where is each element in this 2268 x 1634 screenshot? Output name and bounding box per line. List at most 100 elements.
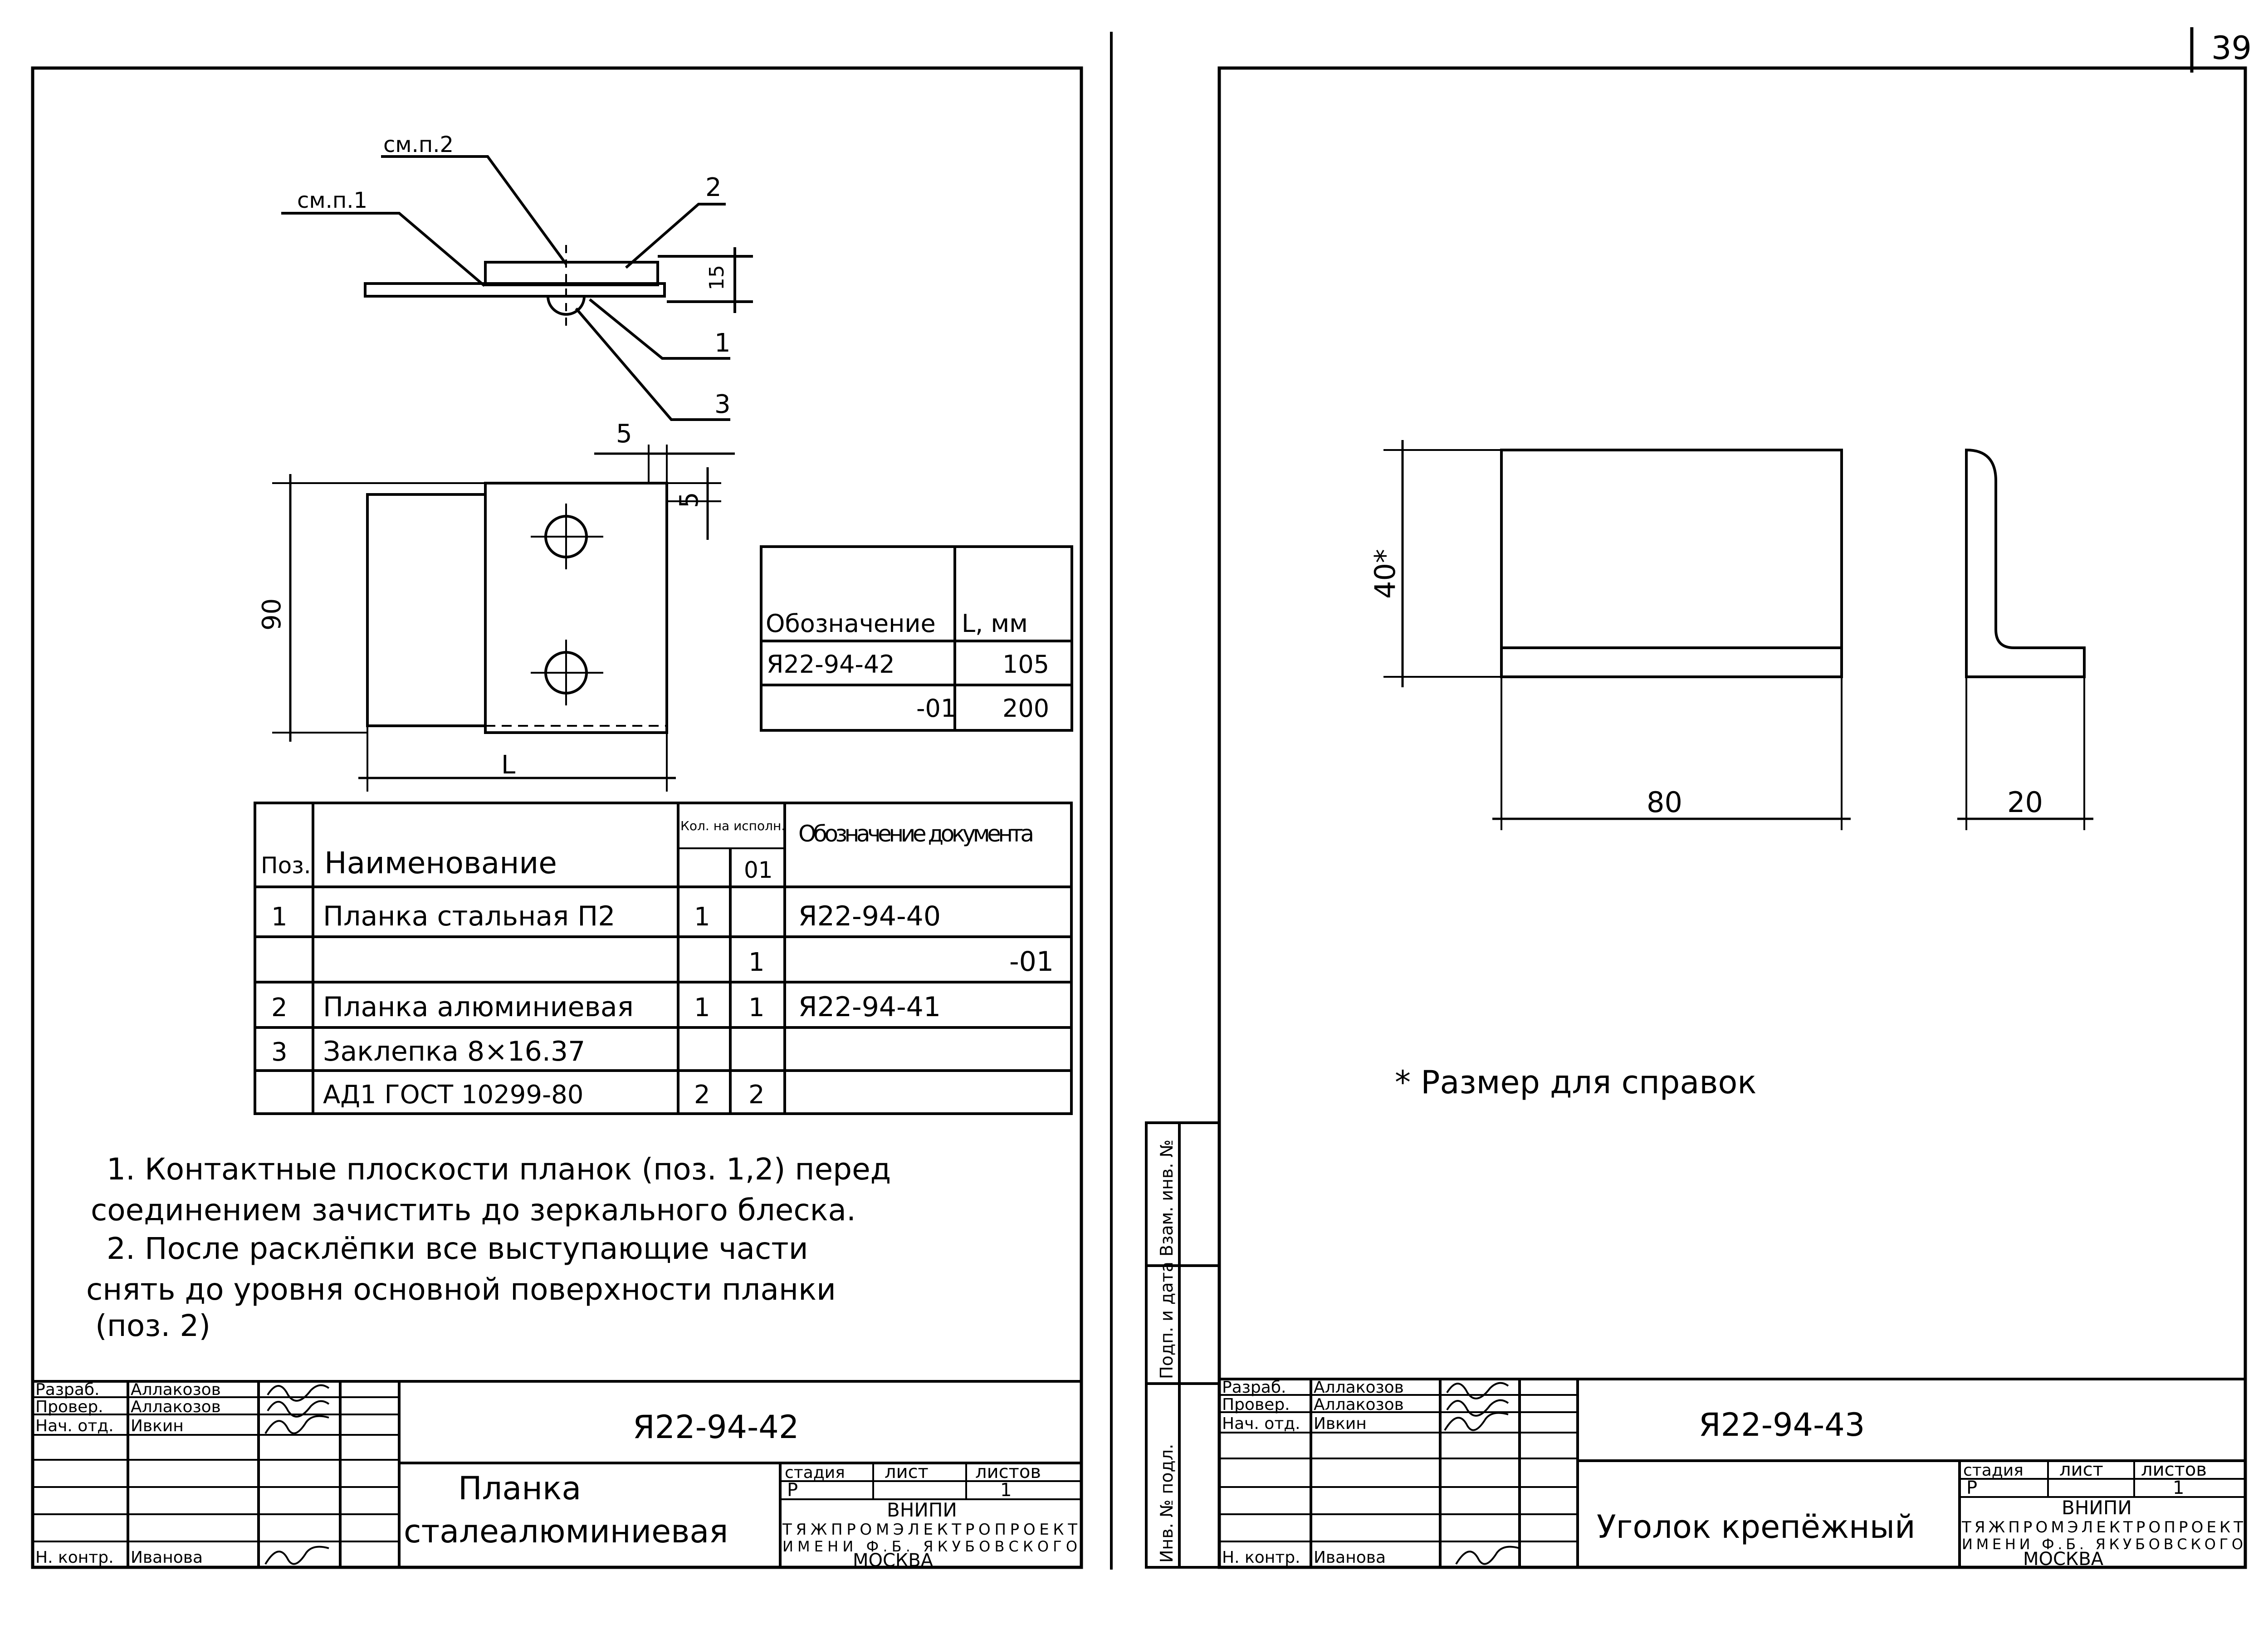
left-org-line3: ИМЕНИ Ф.Б. ЯКУБОВСКОГО	[782, 1538, 1077, 1555]
right-org-line2: ТЯЖПРОМЭЛЕКТРОПРОЕКТ	[1961, 1518, 2243, 1536]
spec-row-2-name: Планка алюминиевая	[323, 991, 634, 1023]
note-line-2: соединением зачистить до зеркального бле…	[91, 1193, 856, 1228]
angle-front-view	[1383, 440, 1851, 830]
dim-5-side: 5	[675, 492, 704, 508]
angle-side-view	[1957, 448, 2093, 830]
right-stage: Р	[1966, 1477, 1977, 1498]
section-view	[281, 155, 753, 421]
left-stage: Р	[787, 1480, 798, 1501]
left-item-name-line2: сталеалюминиевая	[404, 1513, 728, 1550]
right-tb-name-2: Ивкин	[1314, 1414, 1367, 1433]
left-tb-name-0: Аллакозов	[131, 1380, 221, 1399]
right-tb-role-6: Н. контр.	[1222, 1548, 1300, 1567]
label-see-p2: см.п.2	[383, 132, 454, 157]
side-stamp-box2: Подп. и дата	[1157, 1262, 1177, 1379]
spec-row-2-doc: Я22-94-41	[798, 991, 941, 1023]
spec-row-1-qty01: 1	[748, 948, 765, 977]
spec-row-4-qty: 2	[694, 1080, 710, 1110]
left-org-line4: МОСКВА	[853, 1550, 934, 1571]
pos-3-callout: 3	[714, 390, 731, 419]
left-h-sheets: листов	[975, 1462, 1041, 1482]
right-sheet-frame	[1217, 66, 2247, 1569]
left-sheet: см.п.2 см.п.1 2 1 3 15	[31, 66, 1083, 1571]
spec-row-1-doc: -01	[1009, 946, 1054, 978]
label-see-p1: см.п.1	[297, 188, 367, 213]
spec-header-qty: Кол. на исполн.	[680, 818, 785, 833]
spec-header-doc: Обозначение документа	[798, 821, 1034, 847]
left-tb-name-1: Аллакозов	[131, 1398, 221, 1416]
spec-table	[254, 802, 1073, 1115]
left-org-line2: ТЯЖПРОМЭЛЕКТРОПРОЕКТ	[782, 1521, 1077, 1539]
spec-row-0-doc: Я22-94-40	[798, 900, 941, 932]
spec-header-name: Наименование	[324, 846, 557, 881]
variants-header-length: L, мм	[962, 609, 1028, 638]
variants-row-1-length: 200	[1002, 694, 1049, 723]
right-h-stage: стадия	[1963, 1461, 2024, 1480]
left-org-line1: ВНИПИ	[887, 1499, 957, 1521]
spec-row-2-qty01: 1	[748, 993, 765, 1022]
spec-row-4-name: АД1 ГОСТ 10299-80	[323, 1080, 583, 1110]
note-line-1: 1. Контактные плоскости планок (поз. 1,2…	[107, 1152, 891, 1187]
note-line-5: (поз. 2)	[95, 1308, 210, 1343]
spec-row-0-qty: 1	[694, 902, 710, 932]
plan-view	[272, 445, 735, 792]
pos-2-callout: 2	[705, 173, 722, 202]
spec-row-0-pos: 1	[271, 902, 288, 932]
spec-row-3-name: Заклепка 8×16.37	[323, 1036, 585, 1067]
right-tb-name-1: Аллакозов	[1314, 1395, 1404, 1414]
side-stamp	[1145, 1121, 1221, 1569]
left-tb-name-2: Ивкин	[131, 1417, 184, 1435]
right-tb-name-0: Аллакозов	[1314, 1378, 1404, 1397]
dim-20: 20	[2007, 786, 2043, 819]
left-tb-name-6: Иванова	[131, 1548, 203, 1567]
dim-80: 80	[1647, 786, 1682, 819]
spec-row-0-name: Планка стальная П2	[323, 900, 615, 932]
right-org-line3: ИМЕНИ Ф.Б. ЯКУБОВСКОГО	[1962, 1536, 2243, 1553]
right-tb-role-0: Разраб.	[1222, 1378, 1286, 1397]
right-org-line4: МОСКВА	[2023, 1549, 2104, 1570]
page-number-text: 39	[2211, 29, 2252, 67]
spec-header-pos: Поз.	[261, 852, 311, 879]
dim-L: L	[501, 750, 515, 780]
variants-header-designation: Обозначение	[766, 609, 936, 638]
dim-40: 40*	[1369, 549, 1402, 599]
right-signatures	[1444, 1382, 1520, 1565]
variants-table	[760, 545, 1073, 732]
variants-row-0-length: 105	[1002, 650, 1049, 679]
dim-5-top: 5	[616, 419, 632, 449]
left-sheet-frame	[31, 66, 1083, 1569]
variants-row-1-designation: -01	[916, 694, 956, 723]
right-doc-code: Я22-94-43	[1699, 1406, 1865, 1443]
right-item-name: Уголок крепёжный	[1597, 1508, 1916, 1546]
left-h-sheet: лист	[885, 1462, 929, 1482]
spec-row-4-qty01: 2	[748, 1080, 765, 1110]
left-title-block	[33, 1380, 1081, 1567]
notes-block: 1. Контактные плоскости планок (поз. 1,2…	[86, 1152, 891, 1343]
side-stamp-box3: Инв. № подл.	[1157, 1444, 1177, 1563]
note-line-3: 2. После расклёпки все выступающие части	[107, 1231, 808, 1266]
left-sheets: 1	[1000, 1480, 1012, 1501]
left-tb-role-6: Н. контр.	[35, 1548, 114, 1567]
right-h-sheet: лист	[2059, 1459, 2103, 1480]
note-line-4: снять до уровня основной поверхности пла…	[86, 1272, 836, 1307]
reference-note: * Размер для справок	[1395, 1064, 1757, 1101]
variants-row-0-designation: Я22-94-42	[767, 650, 895, 679]
dim-90: 90	[257, 598, 287, 631]
left-tb-role-1: Провер.	[35, 1398, 103, 1416]
spec-header-qty-variant: 01	[744, 857, 773, 883]
spec-row-2-qty: 1	[694, 993, 710, 1022]
right-h-sheets: листов	[2141, 1459, 2207, 1480]
right-org-line1: ВНИПИ	[2062, 1497, 2132, 1519]
side-stamp-box1: Взам. инв. №	[1157, 1140, 1177, 1257]
pos-1-callout: 1	[714, 328, 731, 358]
page-number: 39	[2190, 27, 2252, 73]
left-h-stage: стадия	[785, 1463, 845, 1482]
left-signatures	[264, 1384, 330, 1565]
right-tb-name-6: Иванова	[1314, 1548, 1386, 1567]
right-tb-role-1: Провер.	[1222, 1395, 1290, 1414]
left-tb-role-0: Разраб.	[35, 1380, 99, 1399]
left-tb-role-2: Нач. отд.	[35, 1417, 114, 1435]
dim-15: 15	[705, 265, 728, 290]
right-sheets: 1	[2173, 1477, 2184, 1498]
